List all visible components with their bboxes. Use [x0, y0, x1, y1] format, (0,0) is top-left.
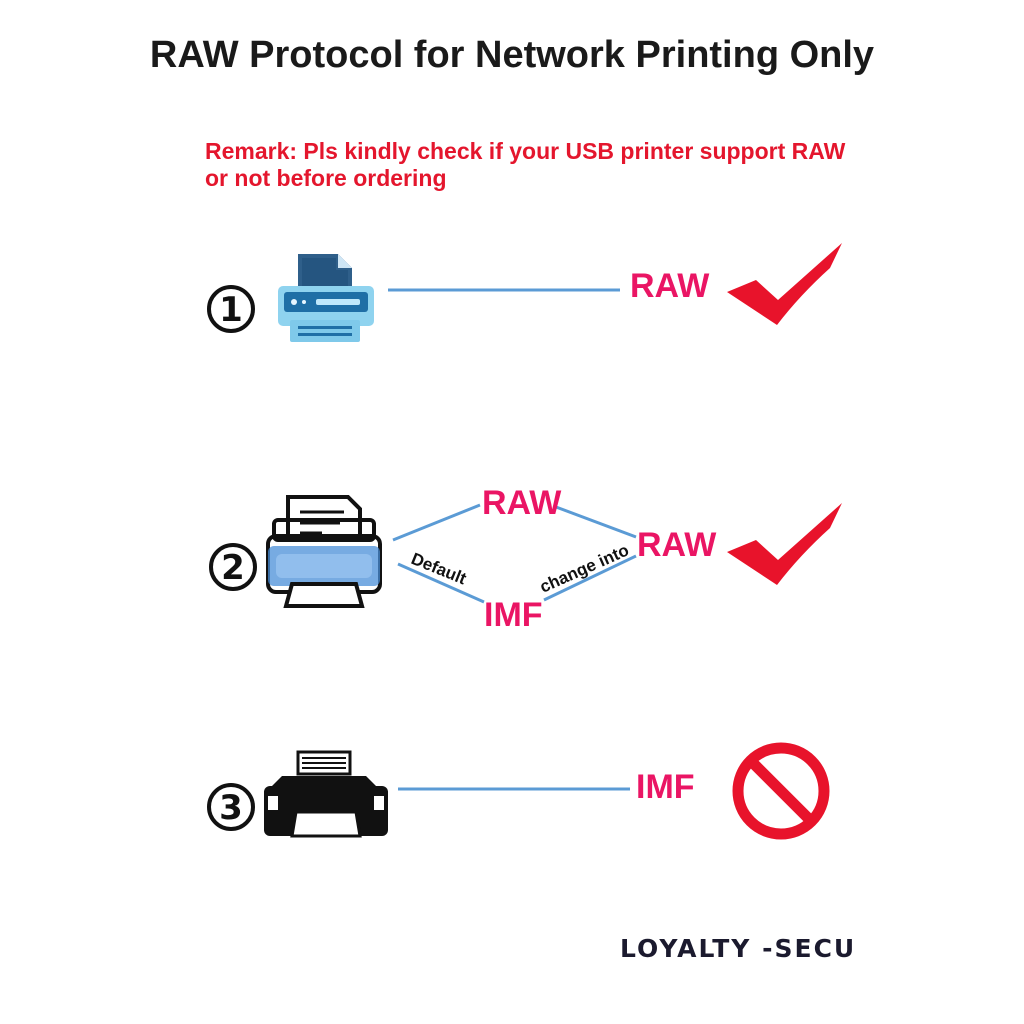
blue-printer-icon: [278, 254, 374, 342]
remark-note: Remark: Pls kindly check if your USB pri…: [205, 138, 905, 192]
row-2: 2 RAW IMF RAW Default change into: [209, 484, 842, 634]
paper-printer-icon: [266, 495, 382, 608]
protocol-label-imf: IMF: [484, 596, 543, 634]
row-3: 3 IMF: [207, 742, 830, 840]
connector-top-raw-to-final: [555, 505, 637, 539]
number-badge-1: 1: [207, 285, 255, 333]
protocol-label-raw: RAW: [630, 267, 710, 305]
number-3: 3: [219, 788, 243, 828]
prohibited-icon: [732, 742, 830, 840]
change-into-label: change into: [537, 540, 632, 596]
remark-line-1: Remark: Pls kindly check if your USB pri…: [205, 138, 846, 164]
checkmark-icon: [727, 243, 842, 325]
protocol-label-top-raw: RAW: [482, 484, 562, 522]
number-1: 1: [219, 290, 243, 330]
connector-to-imf: [397, 562, 485, 604]
connector-to-top-raw: [392, 503, 481, 542]
checkmark-icon: [727, 503, 842, 585]
remark-line-2: or not before ordering: [205, 165, 447, 191]
protocol-label-final-raw: RAW: [637, 526, 717, 564]
number-badge-3: 3: [207, 783, 255, 831]
connector-imf-to-final: [543, 554, 637, 602]
row-1: 1 RAW: [207, 243, 842, 342]
protocol-label-imf: IMF: [636, 768, 695, 806]
black-printer-icon: [264, 750, 388, 838]
brand-watermark: LOYALTY -SECU: [620, 934, 857, 963]
number-badge-2: 2: [209, 543, 257, 591]
number-2: 2: [221, 548, 245, 588]
page-title: RAW Protocol for Network Printing Only: [149, 34, 875, 76]
